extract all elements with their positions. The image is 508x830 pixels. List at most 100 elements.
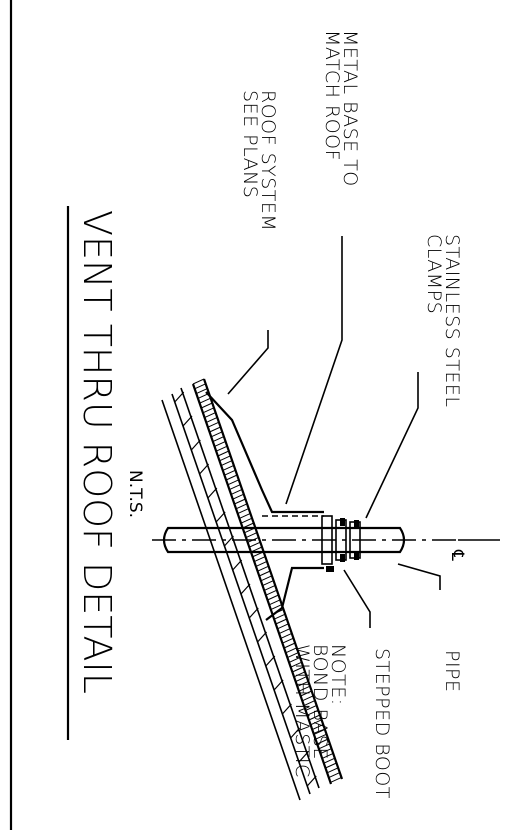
hatch-line bbox=[303, 700, 316, 707]
hatch-line bbox=[278, 628, 291, 635]
svg-text:CLAMPS: CLAMPS bbox=[423, 234, 445, 314]
hatch-line bbox=[265, 589, 278, 596]
hatch-line bbox=[290, 661, 302, 668]
hatch-line bbox=[219, 455, 231, 462]
hatch-line bbox=[227, 479, 239, 486]
hatch-line bbox=[249, 541, 261, 548]
svg-text:BOND BASE: BOND BASE bbox=[309, 644, 331, 760]
hatch-line bbox=[245, 532, 258, 539]
hatch-line bbox=[235, 503, 248, 510]
hatch-line bbox=[240, 517, 253, 524]
svg-text:NOTE:: NOTE: bbox=[327, 644, 349, 706]
hatch-line bbox=[285, 647, 297, 654]
hatch-line bbox=[254, 556, 266, 563]
hatch-line bbox=[222, 464, 235, 471]
hatch-line bbox=[212, 436, 225, 443]
hatch-line bbox=[277, 623, 289, 630]
hatch-line bbox=[270, 604, 283, 611]
hatch-line bbox=[230, 488, 243, 495]
hatch-line bbox=[283, 642, 296, 649]
deck-rib bbox=[273, 679, 284, 691]
svg-text:SEE PLANS: SEE PLANS bbox=[239, 90, 261, 198]
deck-rib bbox=[265, 655, 276, 667]
hatch-line bbox=[288, 656, 301, 663]
hatch-line bbox=[206, 416, 218, 423]
hatch-line bbox=[215, 445, 228, 452]
hatch-line bbox=[239, 512, 251, 519]
hatch-line bbox=[199, 397, 211, 404]
centerline-symbol: ℄ bbox=[447, 549, 467, 561]
hatch-line bbox=[315, 733, 327, 740]
hatch-line bbox=[262, 580, 274, 587]
hatch-line bbox=[259, 570, 271, 577]
hatch-line bbox=[194, 383, 206, 390]
hatch-line bbox=[211, 431, 223, 438]
deck-rib bbox=[257, 631, 268, 643]
deck-rib bbox=[207, 487, 218, 499]
label-roof-system: ROOF SYSTEM SEE PLANS bbox=[239, 90, 279, 231]
hatch-line bbox=[234, 498, 246, 505]
svg-text:ROOF SYSTEM: ROOF SYSTEM bbox=[257, 90, 279, 231]
label-metal-base: METAL BASE TO MATCH ROOF bbox=[321, 30, 361, 187]
hatch-line bbox=[192, 378, 205, 385]
hatch-line bbox=[325, 762, 337, 769]
hatch-line bbox=[313, 728, 326, 735]
deck-rib bbox=[174, 391, 185, 403]
hatch-line bbox=[323, 757, 336, 764]
hatch-line bbox=[280, 632, 292, 639]
hatch-line bbox=[310, 719, 322, 726]
deck-rib bbox=[232, 559, 243, 571]
hatch-line bbox=[305, 704, 317, 711]
hatch-line bbox=[292, 666, 304, 673]
metal-base-flange bbox=[205, 391, 324, 514]
svg-text:WITH MASTIC: WITH MASTIC bbox=[291, 644, 313, 778]
deck-rib bbox=[248, 607, 259, 619]
deck-rib bbox=[199, 463, 210, 475]
hatch-line bbox=[273, 613, 286, 620]
hatch-line bbox=[260, 575, 273, 582]
hatch-line bbox=[318, 743, 331, 750]
hatch-line bbox=[287, 652, 299, 659]
hatch-line bbox=[330, 776, 342, 783]
hatch-line bbox=[312, 724, 324, 731]
stepped-boot bbox=[321, 515, 361, 572]
hatch-line bbox=[295, 676, 307, 683]
deck-rib bbox=[298, 751, 309, 763]
hatch-line bbox=[267, 594, 279, 601]
label-stepped-boot: STEPPED BOOT bbox=[371, 648, 393, 799]
hatch-line bbox=[237, 508, 249, 515]
leader-lines bbox=[227, 236, 500, 628]
hatch-line bbox=[201, 402, 213, 409]
hatch-line bbox=[282, 637, 294, 644]
svg-text:STEPPED BOOT: STEPPED BOOT bbox=[371, 648, 393, 799]
hatch-line bbox=[207, 421, 220, 428]
label-note: NOTE: BOND BASE WITH MASTIC bbox=[291, 644, 349, 778]
svg-text:MATCH ROOF: MATCH ROOF bbox=[321, 30, 343, 161]
roof-deck-ribs bbox=[174, 391, 317, 787]
hatch-line bbox=[209, 426, 221, 433]
svg-text:STAINLESS STEEL: STAINLESS STEEL bbox=[441, 234, 463, 408]
scale-note: N.T.S. bbox=[125, 470, 145, 518]
hatch-line bbox=[224, 469, 236, 476]
label-clamps: STAINLESS STEEL CLAMPS bbox=[423, 234, 463, 408]
hatch-line bbox=[204, 412, 216, 419]
label-pipe: PIPE bbox=[441, 650, 463, 693]
hatch-line bbox=[217, 450, 230, 457]
hatch-line bbox=[307, 709, 319, 716]
hatch-line bbox=[320, 748, 332, 755]
metal-base-flange-lower bbox=[265, 566, 324, 621]
hatch-line bbox=[202, 407, 215, 414]
vent-pipe bbox=[152, 515, 460, 554]
hatch-line bbox=[293, 671, 306, 678]
hatch-line bbox=[255, 560, 268, 567]
deck-rib bbox=[215, 511, 226, 523]
hatch-line bbox=[321, 752, 334, 759]
deck-rib bbox=[223, 535, 234, 547]
deck-rib bbox=[190, 439, 201, 451]
deck-rib bbox=[306, 775, 317, 787]
hatch-line bbox=[232, 493, 244, 500]
hatch-line bbox=[275, 618, 288, 625]
hatch-line bbox=[264, 584, 276, 591]
hatch-line bbox=[308, 714, 321, 721]
hatch-line bbox=[300, 690, 312, 697]
